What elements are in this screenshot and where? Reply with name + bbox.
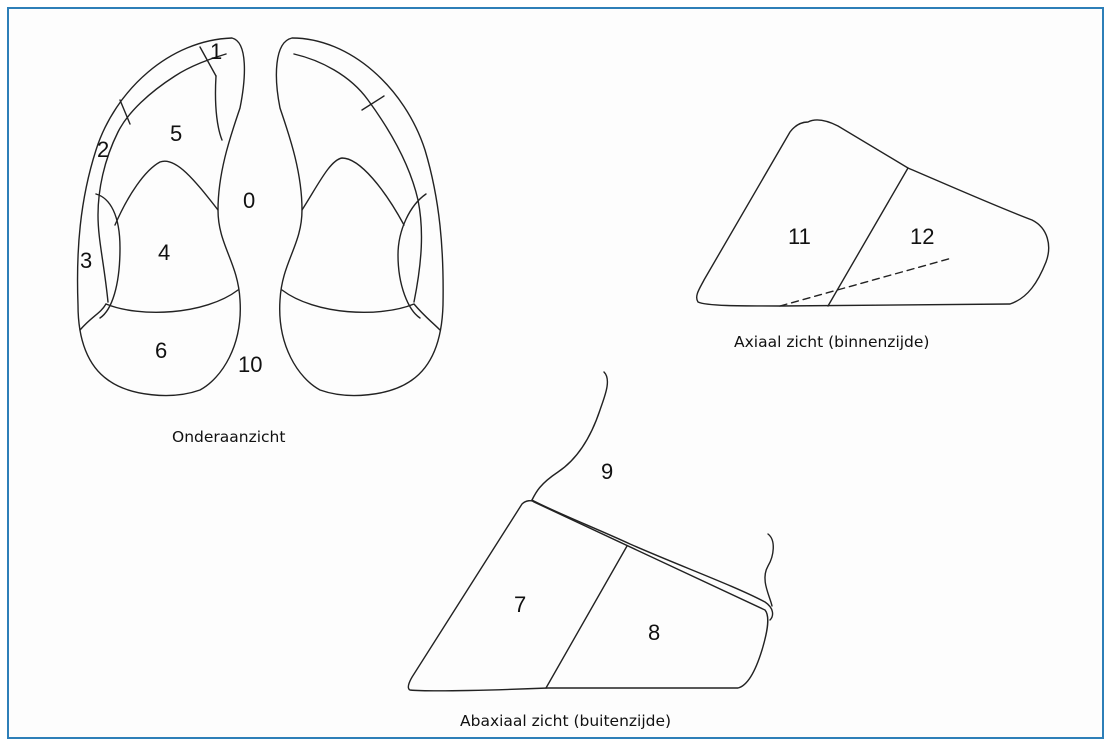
- zone-5-curve: [215, 76, 222, 140]
- bottom-view: 1 2 5 0 3 4 6 10 Onderaanzicht: [78, 38, 444, 446]
- zone-5-label: 5: [170, 121, 182, 146]
- abaxial-heel-line: [765, 534, 773, 606]
- right-claw-outline: [276, 38, 443, 395]
- right-white-line-arc: [294, 54, 421, 302]
- axial-view: 11 12 Axiaal zicht (binnenzijde): [697, 120, 1049, 351]
- right-zone-4-arc: [302, 158, 404, 225]
- zone-12-label: 12: [910, 224, 934, 249]
- zone-4-zone-6-boundary: [106, 290, 238, 312]
- zone-4-label: 4: [158, 240, 170, 265]
- zone-6-label: 6: [155, 338, 167, 363]
- abaxial-claw-outline: [408, 501, 767, 691]
- axial-view-caption: Axiaal zicht (binnenzijde): [734, 333, 929, 351]
- zone-1-label: 1: [210, 39, 222, 64]
- zone-7-label: 7: [514, 592, 526, 617]
- zone-3-label: 3: [80, 248, 92, 273]
- bottom-view-caption: Onderaanzicht: [172, 428, 285, 446]
- zone-9-label: 9: [601, 459, 613, 484]
- axial-dashed-line: [780, 258, 952, 306]
- zone-0-label: 0: [243, 188, 255, 213]
- zone-2-label: 2: [97, 137, 109, 162]
- axial-zone-divider: [828, 168, 908, 306]
- zone-8-label: 8: [648, 620, 660, 645]
- axial-claw-outline: [697, 120, 1049, 306]
- abaxial-zone-divider: [546, 546, 627, 688]
- right-zone-6-boundary: [282, 290, 440, 330]
- abaxial-view: 9 7 8 Abaxiaal zicht (buitenzijde): [408, 372, 773, 730]
- right-zone-3-bulb: [398, 194, 426, 318]
- abaxial-view-caption: Abaxiaal zicht (buitenzijde): [460, 712, 671, 730]
- zone-10-label: 10: [238, 352, 262, 377]
- abaxial-skin-line: [532, 372, 607, 500]
- zone-4-arc: [115, 161, 218, 225]
- zone-11-label: 11: [788, 224, 811, 249]
